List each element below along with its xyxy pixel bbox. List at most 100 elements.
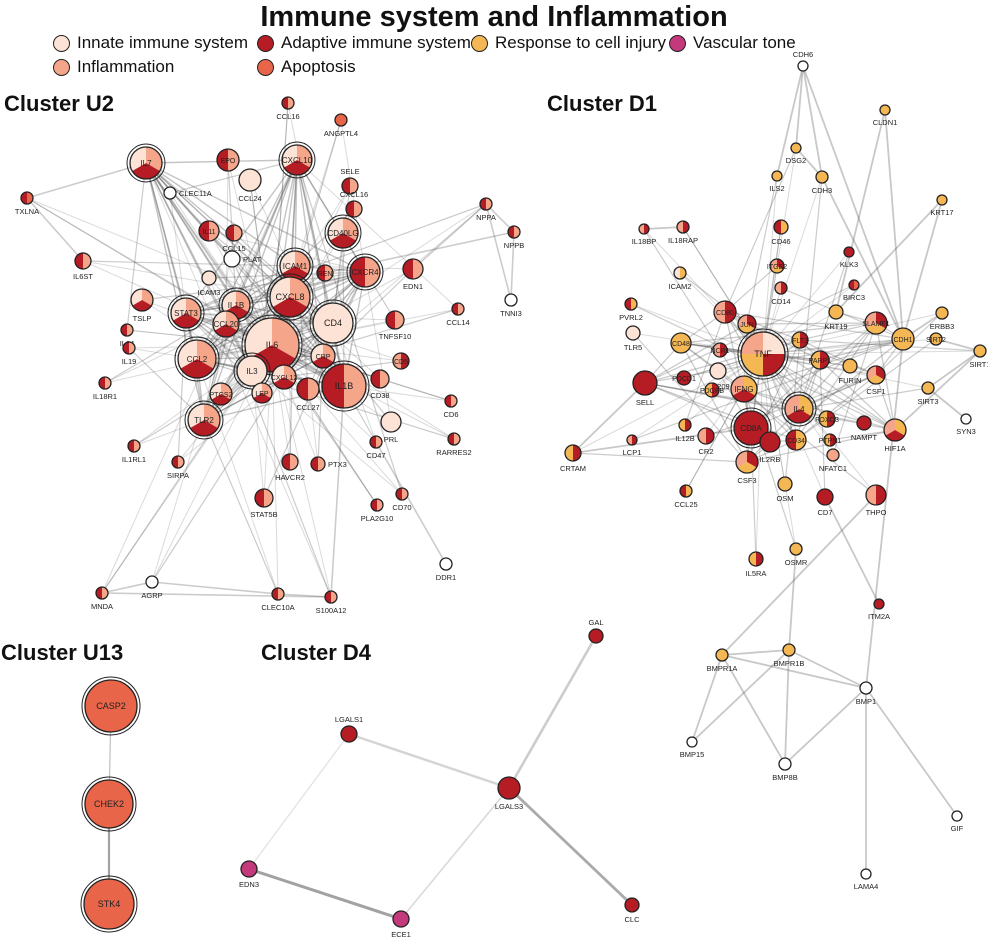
node-fill-clec11a [164,187,176,199]
node-osm: OSM [776,476,794,503]
node-tlr5: TLR5 [624,325,642,352]
node-ring-il18r1 [98,376,112,390]
node-wedge-tlr2-adaptive [190,420,218,436]
node-ring-clec11a [163,186,177,200]
node-wedge-cxcl10-adaptive [284,160,310,176]
node-ring-sele [341,177,359,195]
node-label-nampt: NAMPT [851,433,878,442]
node-ring-furin [842,358,858,374]
node-cd4: CD4 [309,299,357,347]
node-bmpr1a: BMPR1A [707,648,737,673]
edge-cldn1-krt19 [835,109,886,313]
node-wedge-il5ra-injury [749,552,756,566]
node-outer-ring-cd8a [730,407,772,449]
node-label-nfatc1: NFATC1 [819,464,847,473]
node-ccl20: CCL20 [212,310,240,338]
node-ring-cd48 [670,332,692,354]
edge-bmpr1b-bmp8b [784,649,790,765]
node-ring-il7 [129,146,163,180]
node-cxcl16: CXCL16 [340,190,368,218]
node-ring-cd47 [369,435,383,449]
edge-il5ra-cd8a [750,427,757,560]
node-ring-sell [632,370,658,396]
node-label-lep: LEP [255,391,269,398]
edge-mnda-agrp [101,581,153,594]
node-wedge-tnfsf10-adaptive [386,311,395,329]
node-ring-stat3 [170,297,202,329]
node-wedge-itgb2-injury [770,266,784,274]
node-wedge-ccl24-innate [239,169,261,191]
edge-epo-il6 [227,159,273,346]
node-lcp1: LCP1 [623,434,642,457]
edge-cd8a-csf1 [750,374,877,429]
node-wedge-nampt-adaptive [857,416,871,430]
node-label-jun: JUN [740,322,754,329]
node-label-cdh1: CDH1 [893,337,912,344]
node-wedge-cd38-inflam [380,370,389,388]
node-fill-tnni3 [505,294,517,306]
node-ring-il24 [120,323,134,337]
node-outer-ring-tlr2 [184,400,224,440]
node-fill-gif [952,811,962,821]
edge-bmpr1b-osmr [788,548,797,651]
node-wedge-lep-adaptive [253,393,271,403]
node-wedge-edn1-adaptive [403,259,413,279]
node-nppa: NPPA [476,197,496,222]
node-il7: IL7 [126,143,166,183]
node-ring-ifng [730,375,758,403]
node-ccl16: CCL16 [276,96,300,121]
node-label-il3: IL3 [246,367,258,376]
node-wedge-sele-adaptive [342,178,350,194]
node-ring-epo [216,148,240,172]
node-cxcl12: CXCL12 [271,364,297,390]
node-label-pvrl2: PVRL2 [619,313,643,322]
node-ring-sirpa [171,455,185,469]
node-wedge-ncr1-adaptive [720,343,727,357]
node-label-il18r1: IL18R1 [93,392,117,401]
node-label-cd8a: CD8A [740,424,762,433]
node-plat: PLAT [223,250,262,268]
edge-il6st-icam1 [82,260,296,267]
node-foxo3: FOXO3 [815,410,839,428]
node-wedge-il5ra-adaptive [756,552,763,566]
node-ring-ncr1 [712,342,728,358]
node-havcr2: HAVCR2 [275,453,305,482]
node-wedge-cxcl12-adaptive [273,377,295,389]
edge-lgals1-lgals3 [348,732,510,790]
node-ring-cd4 [312,302,354,344]
node-label-mnda: MNDA [91,602,113,611]
edge-clec11a-cxcl10 [169,159,298,194]
node-ring-s100a12 [324,590,338,604]
legend-swatch-vascular [669,34,686,52]
node-ring-ils2 [771,170,783,182]
node-edn3: EDN3 [239,860,259,889]
node-agrp: AGRP [141,575,163,600]
node-ring-lama4 [860,868,872,880]
edge-bmpr1b-bmp15 [691,649,790,743]
node-label-lcp1: LCP1 [623,448,642,457]
node-ring-erbb3 [935,306,949,320]
edge-clec11a-stat3 [169,192,187,314]
legend-item-adaptive: Adaptive immune system [257,33,471,53]
node-il6st: IL6ST [73,252,93,281]
node-ring-il5ra [748,551,764,567]
node-ring-txlna [20,191,34,205]
node-il4: IL4 [781,391,817,427]
node-wedge-havcr2-adaptive [282,454,290,470]
node-ring-bmp15 [686,736,698,748]
node-ring-clec10a [271,587,285,601]
node-wedge-casp2-apop [85,680,137,732]
node-ring-crp [310,343,336,369]
edge-il5ra-tnf [755,353,764,560]
edge-cd80-flt3 [724,311,801,341]
node-wedge-crtam-adaptive [573,445,581,461]
node-cd48: CD48 [670,332,692,354]
node-wedge-nfatc1-inflam [827,449,839,461]
node-wedge-chek2-apop [85,780,133,828]
edge-sirt1-sirt2 [935,338,981,352]
node-label-flt3: FLT3 [792,338,808,345]
node-ring-tnfsf10 [385,310,405,330]
edge-cdh3-cdh1 [821,176,904,340]
edge-cd80-cdh1 [724,311,904,340]
